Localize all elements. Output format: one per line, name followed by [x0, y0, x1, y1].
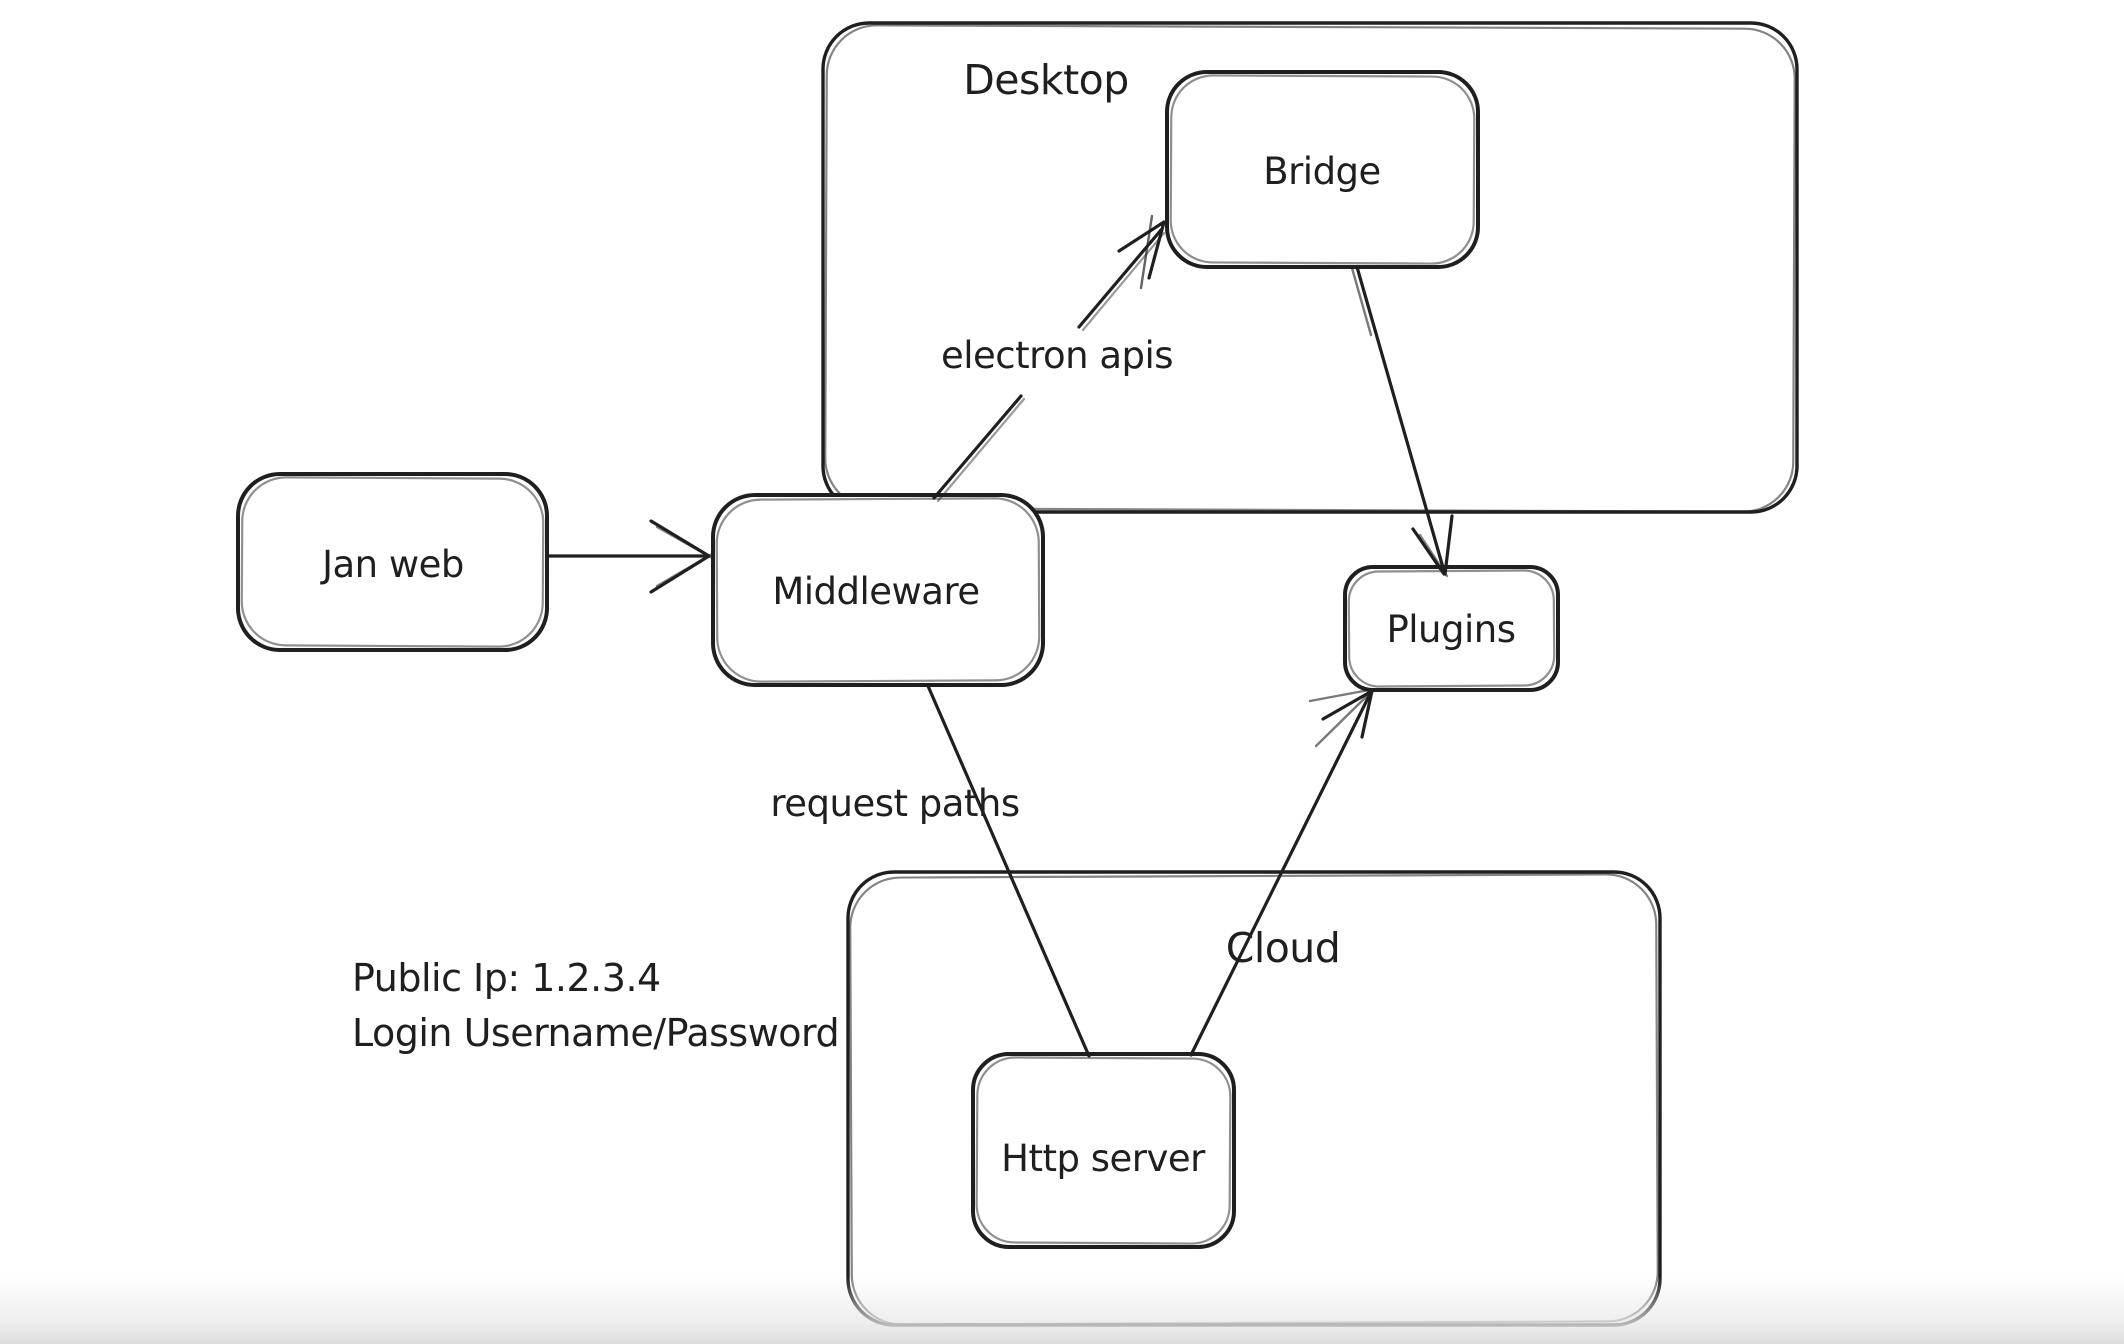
bridge-to-plugins-arrowhead-sketch-pass: [1418, 533, 1449, 578]
edge-bridge-to-plugins[interactable]: [1350, 265, 1454, 578]
bridge-to-plugins-arrowhead: [1411, 514, 1454, 576]
electron-apis-edge-label: electron apis: [941, 334, 1173, 377]
node-jan-web[interactable]: [236, 472, 549, 652]
credentials-note-line2: Login Username/Password: [352, 1011, 839, 1055]
container-desktop[interactable]: [821, 21, 1799, 514]
http-server-label: Http server: [1001, 1137, 1206, 1180]
edge-jan-web-to-middleware[interactable]: [545, 519, 714, 594]
http-server-box-sketch-pass: [975, 1056, 1232, 1245]
middleware-to-bridge-arrowhead-sketch-pass: [1139, 214, 1154, 290]
middleware-box[interactable]: [711, 493, 1045, 687]
bottom-fade-strip: [0, 1276, 2124, 1344]
node-plugins[interactable]: [1343, 565, 1560, 692]
bridge-to-plugins-line[interactable]: [1355, 265, 1446, 573]
desktop-container-outline-sketch-pass: [824, 24, 1796, 513]
node-middleware[interactable]: [711, 493, 1045, 687]
middleware-label: Middleware: [772, 570, 979, 613]
http-server-to-plugins-line[interactable]: [1189, 690, 1373, 1057]
jan-web-to-middleware-arrowhead-sketch-pass: [655, 525, 714, 588]
plugins-label: Plugins: [1386, 608, 1515, 651]
http-server-box[interactable]: [971, 1052, 1236, 1249]
desktop-container-outline[interactable]: [821, 21, 1799, 514]
edge-middleware-to-http-server[interactable]: [926, 684, 1091, 1058]
bridge-to-plugins-line-sketch-pass: [1350, 266, 1373, 337]
bridge-box-sketch-pass: [1169, 74, 1476, 265]
bridge-label: Bridge: [1263, 150, 1381, 193]
middleware-box-sketch-pass: [715, 497, 1041, 683]
edge-http-server-to-plugins[interactable]: [1189, 688, 1374, 1057]
request-paths-edge-label: request paths: [770, 782, 1019, 825]
plugins-box-sketch-pass: [1347, 569, 1556, 688]
bridge-box[interactable]: [1165, 70, 1480, 269]
http-server-to-plugins-arrowhead-sketch-pass: [1308, 688, 1372, 748]
credentials-note-line1: Public Ip: 1.2.3.4: [352, 956, 661, 1000]
jan-web-box[interactable]: [236, 472, 549, 652]
credentials-note: Public Ip: 1.2.3.4 Login Username/Passwo…: [352, 956, 840, 1055]
jan-web-box-sketch-pass: [240, 476, 545, 648]
edge-middleware-to-bridge[interactable]: [932, 214, 1166, 503]
middleware-to-http-server-line[interactable]: [926, 684, 1091, 1058]
node-http-server[interactable]: [971, 1052, 1236, 1249]
cloud-container-label: Cloud: [1226, 924, 1341, 972]
middleware-to-bridge-arrowhead: [1117, 220, 1166, 280]
node-bridge[interactable]: [1165, 70, 1480, 269]
plugins-box[interactable]: [1343, 565, 1560, 692]
middleware-to-bridge-line-sketch-pass: [936, 231, 1166, 503]
desktop-container-label: Desktop: [963, 56, 1129, 104]
jan-web-label: Jan web: [320, 543, 464, 586]
http-server-to-plugins-arrowhead: [1321, 689, 1374, 739]
